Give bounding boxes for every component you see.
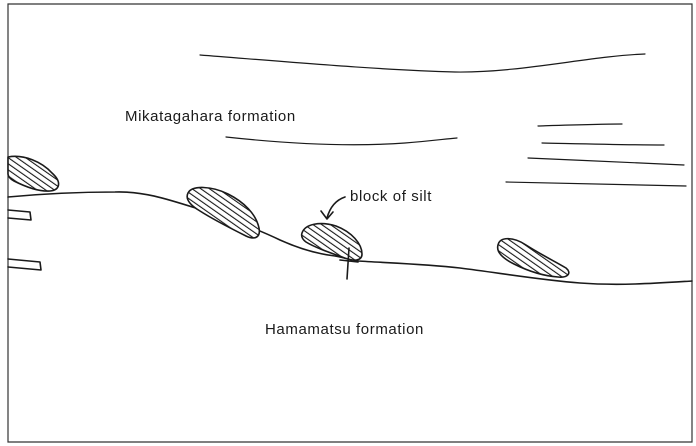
strata-line-right-3 (528, 158, 684, 165)
strata-line-right-1 (538, 124, 622, 126)
drawing-frame (8, 4, 692, 442)
strata-line-right-4 (506, 182, 686, 186)
annotation-arrowhead (321, 211, 333, 219)
left-edge-tab-upper (8, 210, 31, 220)
silt-block-2 (187, 187, 259, 237)
left-edge-tab-lower (8, 259, 41, 270)
strata-line-middle (226, 137, 457, 145)
silt-block-3 (302, 224, 362, 261)
silt-block-left-edge (8, 156, 59, 191)
mikatagahara-formation-label: Mikatagahara formation (125, 108, 296, 125)
silt-block-4 (498, 239, 569, 278)
hamamatsu-formation-label: Hamamatsu formation (265, 321, 424, 338)
strata-line-top (200, 54, 645, 72)
block-of-silt-label: block of silt (350, 188, 432, 205)
strata-line-right-2 (542, 143, 664, 145)
